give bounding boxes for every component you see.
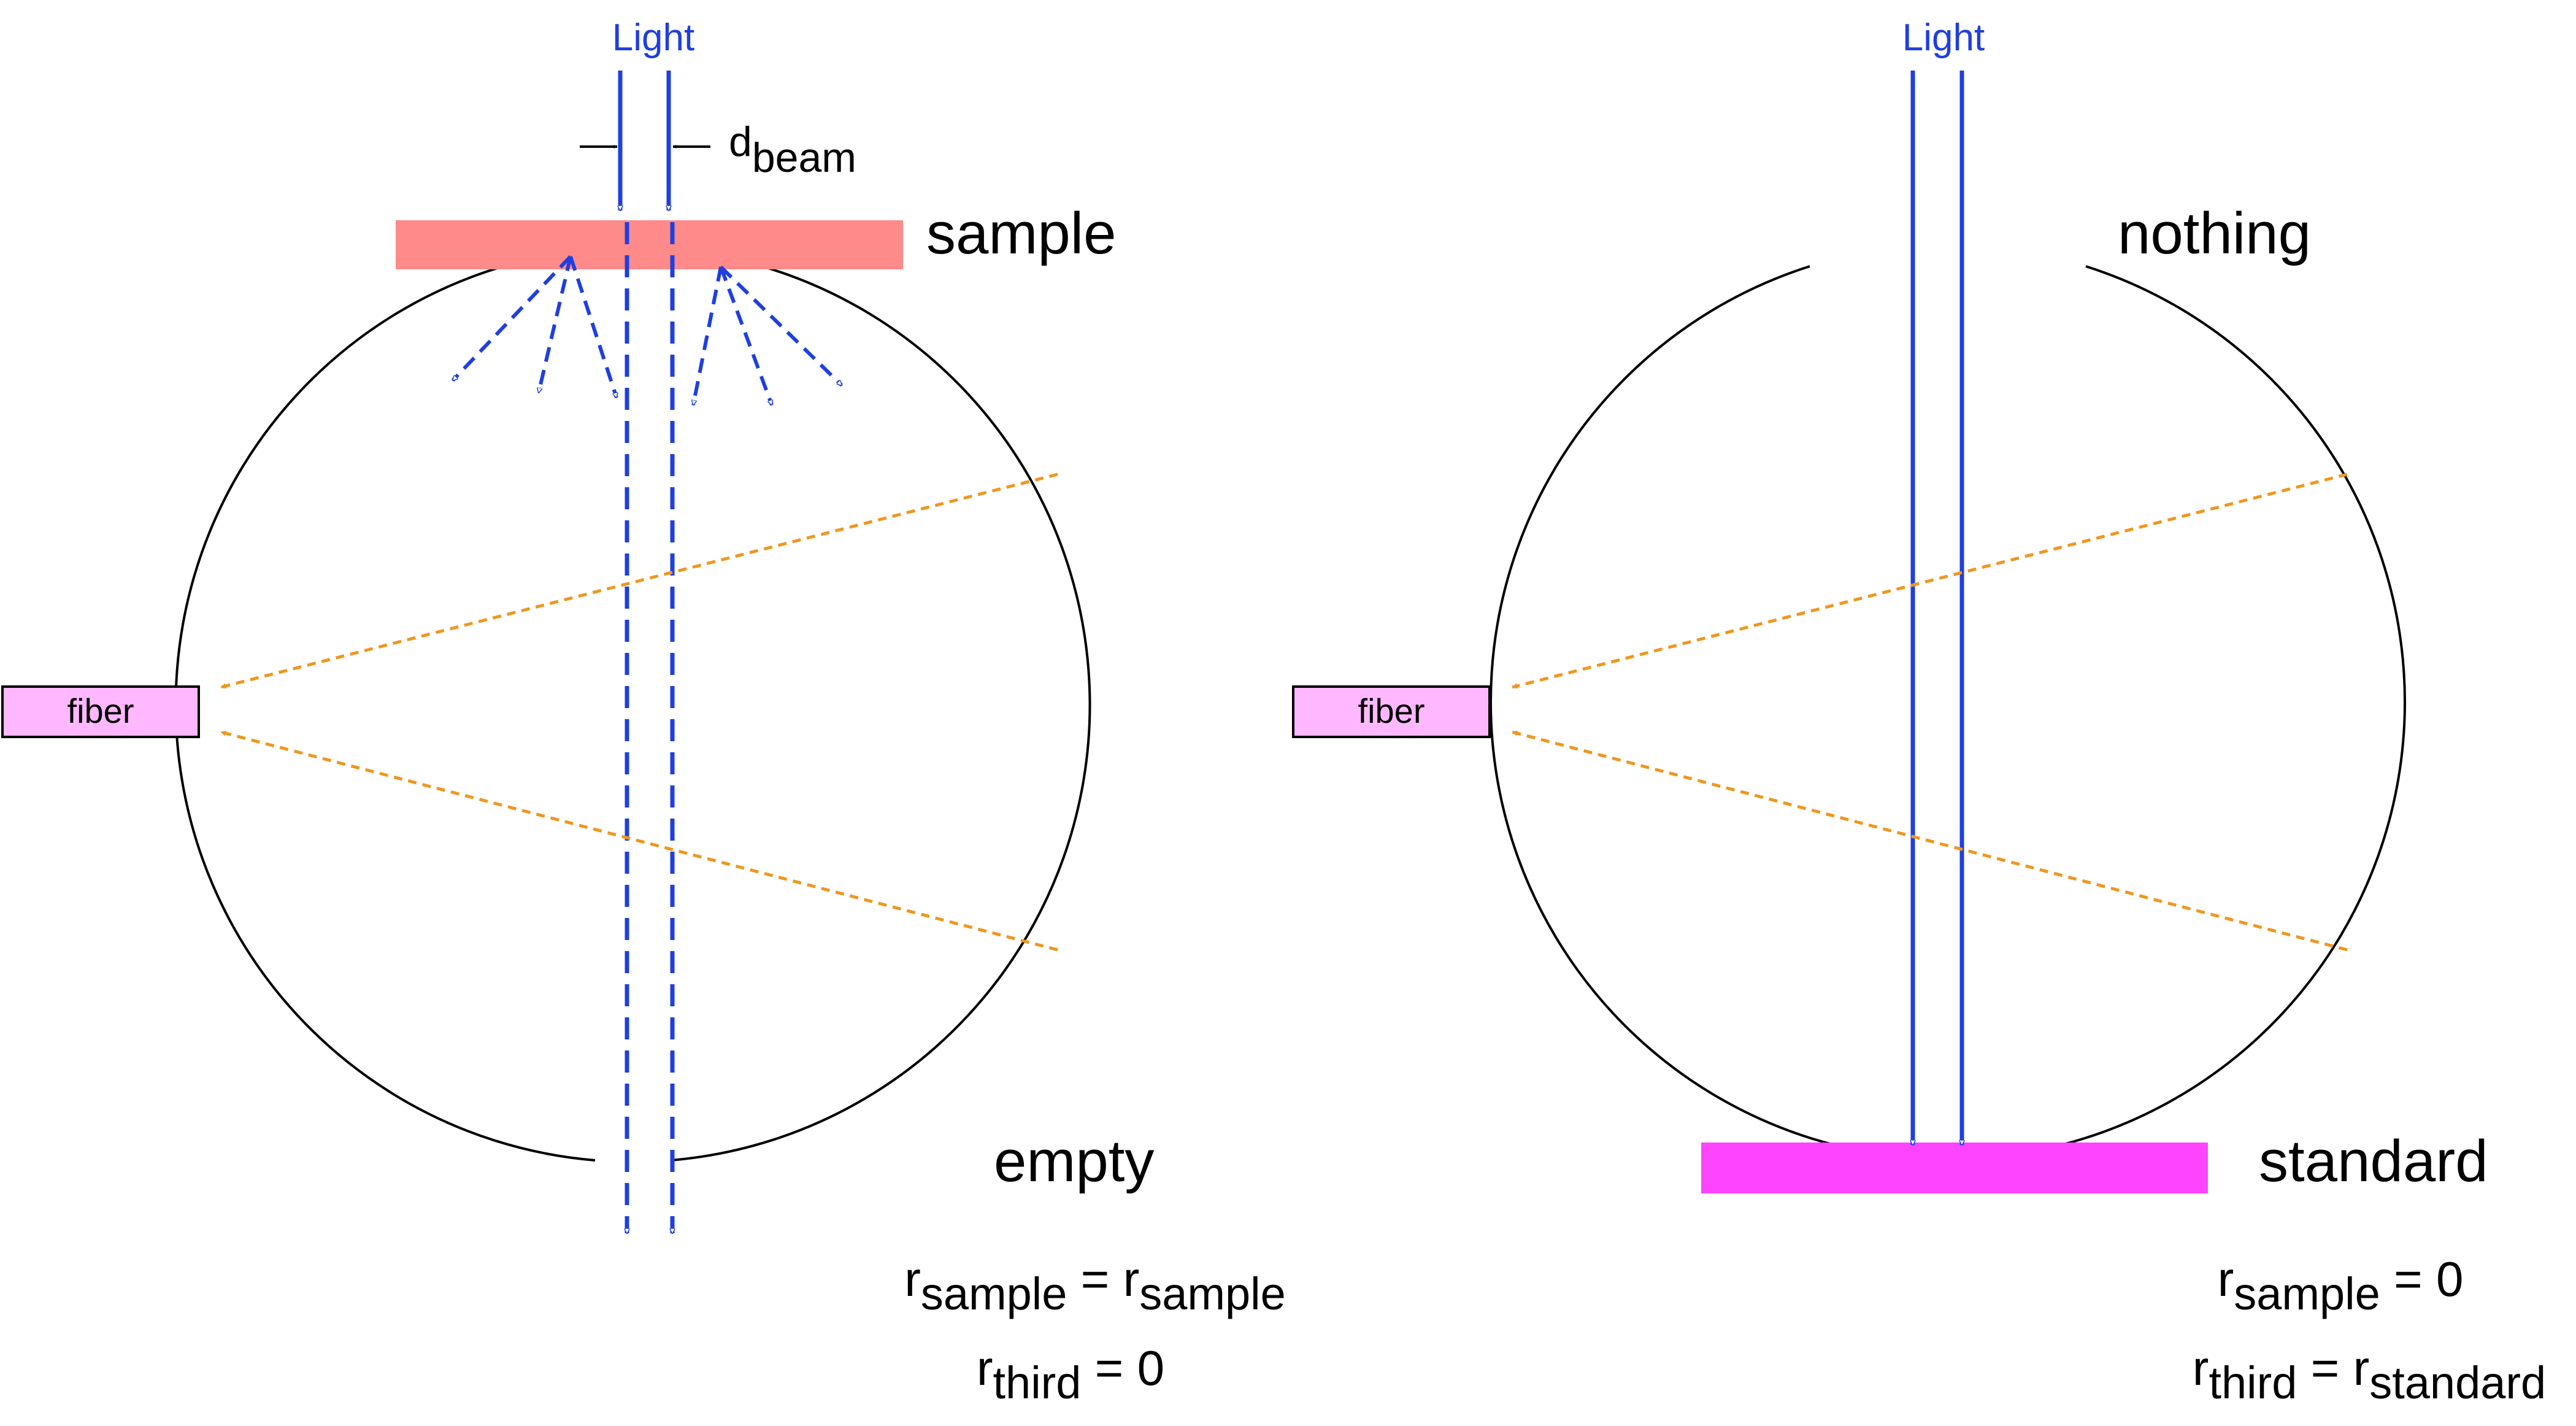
left-fiber bbox=[1, 685, 200, 738]
left-sphere-group: fiber dbeam Light sample empty rsample =… bbox=[1, 17, 1286, 1408]
left-bottom-port-label: empty bbox=[994, 1128, 1154, 1194]
right-fiber-label: fiber bbox=[1358, 692, 1425, 730]
right-sphere-group: fiber Light nothing standard rsample = 0… bbox=[1292, 17, 2546, 1408]
left-top-port-label: sample bbox=[926, 201, 1116, 266]
right-sphere-outline bbox=[1428, 245, 2407, 1185]
right-ray-lower bbox=[1512, 730, 2348, 952]
right-light-label: Light bbox=[1902, 17, 1985, 59]
left-ray-lower bbox=[220, 730, 1058, 952]
left-sample-port bbox=[396, 220, 903, 269]
right-bottom-port-label: standard bbox=[2259, 1128, 2488, 1194]
right-sphere-arc bbox=[1490, 265, 2406, 1161]
right-fiber bbox=[1292, 685, 1491, 738]
left-equation-2: rthird = 0 bbox=[977, 1341, 1164, 1408]
right-equation-2: rthird = rstandard bbox=[2193, 1341, 2546, 1408]
right-standard-port bbox=[1701, 1143, 2208, 1193]
dbeam-label: dbeam bbox=[729, 118, 856, 181]
left-scattered-reflections bbox=[451, 255, 844, 405]
left-ray-upper bbox=[220, 472, 1058, 689]
right-top-port-label: nothing bbox=[2118, 201, 2311, 266]
left-sphere-outline bbox=[174, 246, 1091, 1162]
left-light-label: Light bbox=[612, 17, 694, 59]
left-equation-1: rsample = rsample bbox=[904, 1252, 1286, 1319]
right-ray-upper bbox=[1512, 472, 2348, 689]
right-equation-1: rsample = 0 bbox=[2218, 1252, 2464, 1319]
left-fiber-label: fiber bbox=[67, 692, 134, 730]
